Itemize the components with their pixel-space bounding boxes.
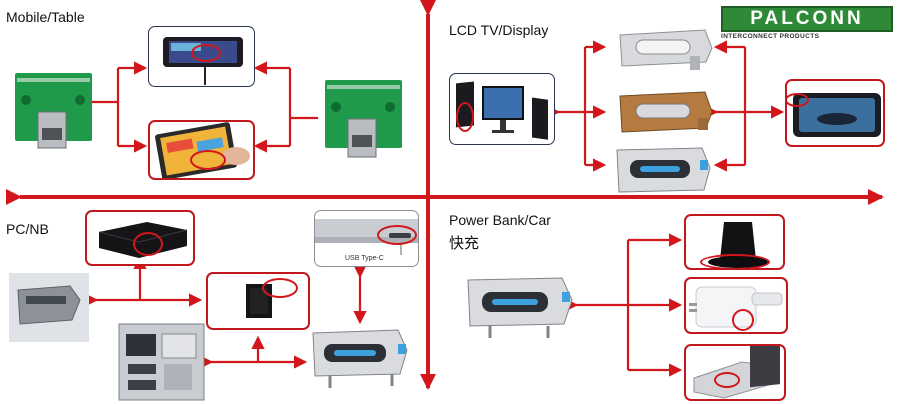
pcb-board-icon [325, 80, 402, 158]
usb-c-receptacle-icon [312, 329, 408, 388]
tablet-box [148, 120, 255, 180]
usb-a-port-icon [9, 273, 89, 342]
usb-c-receptacle-icon [616, 147, 711, 193]
car-charger-box [684, 214, 785, 270]
title-power-bank-car: Power Bank/Car [449, 212, 551, 228]
logo-tagline: INTERCONNECT PRODUCTS [721, 33, 820, 40]
smartphone-box [148, 26, 255, 87]
ethernet-usb-combo-icon [118, 323, 205, 401]
usb-c-receptacle-icon [467, 277, 573, 338]
pcb-board-icon [15, 73, 92, 149]
usb-c-connector-icon [619, 91, 713, 133]
title-lcd-tv-display: LCD TV/Display [449, 22, 549, 38]
mini-pc-box [85, 210, 195, 266]
car-display-icon [793, 93, 881, 137]
title-mobile-table: Mobile/Table [6, 9, 85, 25]
laptop-box: USB Type-C [314, 210, 419, 267]
palconn-logo: PALCONN INTERCONNECT PRODUCTS [721, 6, 893, 46]
usb-type-c-label: USB Type-C [345, 255, 384, 262]
car-display-box [785, 79, 885, 147]
power-bank-box [684, 344, 786, 401]
subtitle-fast-charge: 快充 [449, 235, 480, 252]
monitor-box [449, 73, 555, 145]
wall-charger-box [684, 277, 788, 334]
logo-wordmark: PALCONN [721, 6, 893, 32]
usb-c-connector-icon [619, 29, 713, 70]
title-pc-nb: PC/NB [6, 221, 49, 237]
speaker-box [206, 272, 310, 330]
